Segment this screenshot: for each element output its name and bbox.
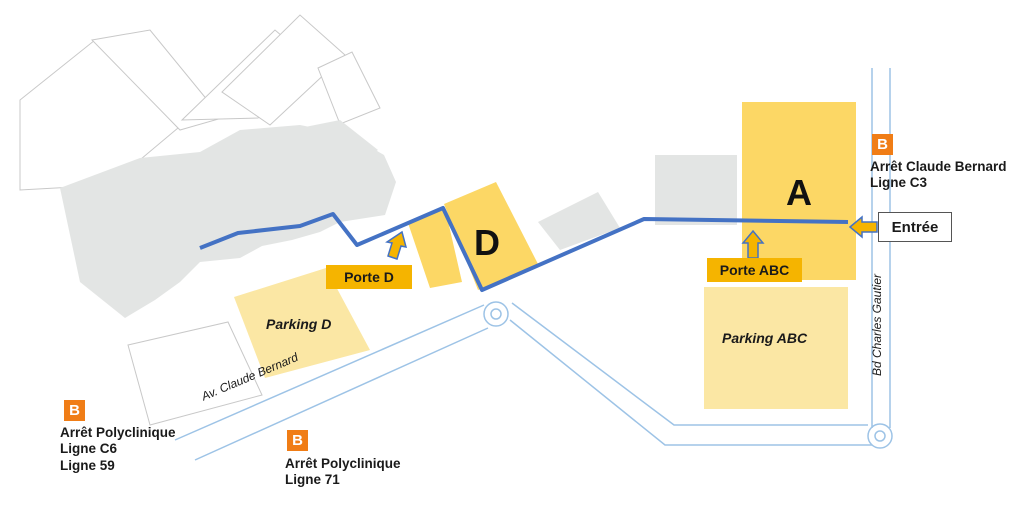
- bus-stop-polyclinique-bottom: Arrêt Polyclinique Ligne 71: [285, 456, 401, 489]
- bus-stop-line: Ligne C6: [60, 441, 118, 457]
- bus-stop-name: Arrêt Polyclinique: [285, 456, 401, 471]
- door-abc-label: Porte ABC: [707, 258, 802, 282]
- bus-stop-line: Ligne C3: [870, 175, 928, 191]
- parking-d-label: Parking D: [266, 316, 332, 332]
- bus-stop-name: Arrêt Polyclinique: [60, 425, 176, 440]
- parking-areas: [234, 268, 848, 409]
- building-d-label: D: [474, 222, 500, 263]
- bus-stop-icon: B: [64, 400, 85, 421]
- bus-stop-name: Arrêt Claude Bernard: [870, 159, 1007, 174]
- bus-stop-icon: B: [287, 430, 308, 451]
- bus-stop-icon: B: [872, 134, 893, 155]
- door-d-arrow-icon: [385, 230, 408, 260]
- bus-stop-polyclinique-left: Arrêt Polyclinique Ligne C6 Ligne 59: [60, 425, 176, 474]
- street-charles-gautier: Bd Charles Gautier: [870, 273, 885, 377]
- grey-buildings: [60, 120, 737, 318]
- outline-buildings: [19, 14, 381, 426]
- door-d-label: Porte D: [326, 265, 412, 289]
- entrance-label: Entrée: [878, 212, 952, 242]
- bus-stop-claude-bernard: Arrêt Claude Bernard Ligne C3: [870, 159, 1007, 192]
- bus-stop-line: Ligne 71: [285, 472, 340, 488]
- walking-route: [199, 206, 849, 292]
- bus-stop-line: Ligne 59: [60, 457, 115, 473]
- entrance-arrow-icon: [848, 215, 878, 239]
- parking-abc-label: Parking ABC: [722, 330, 808, 346]
- roads: [174, 68, 893, 461]
- building-a-label: A: [786, 172, 812, 213]
